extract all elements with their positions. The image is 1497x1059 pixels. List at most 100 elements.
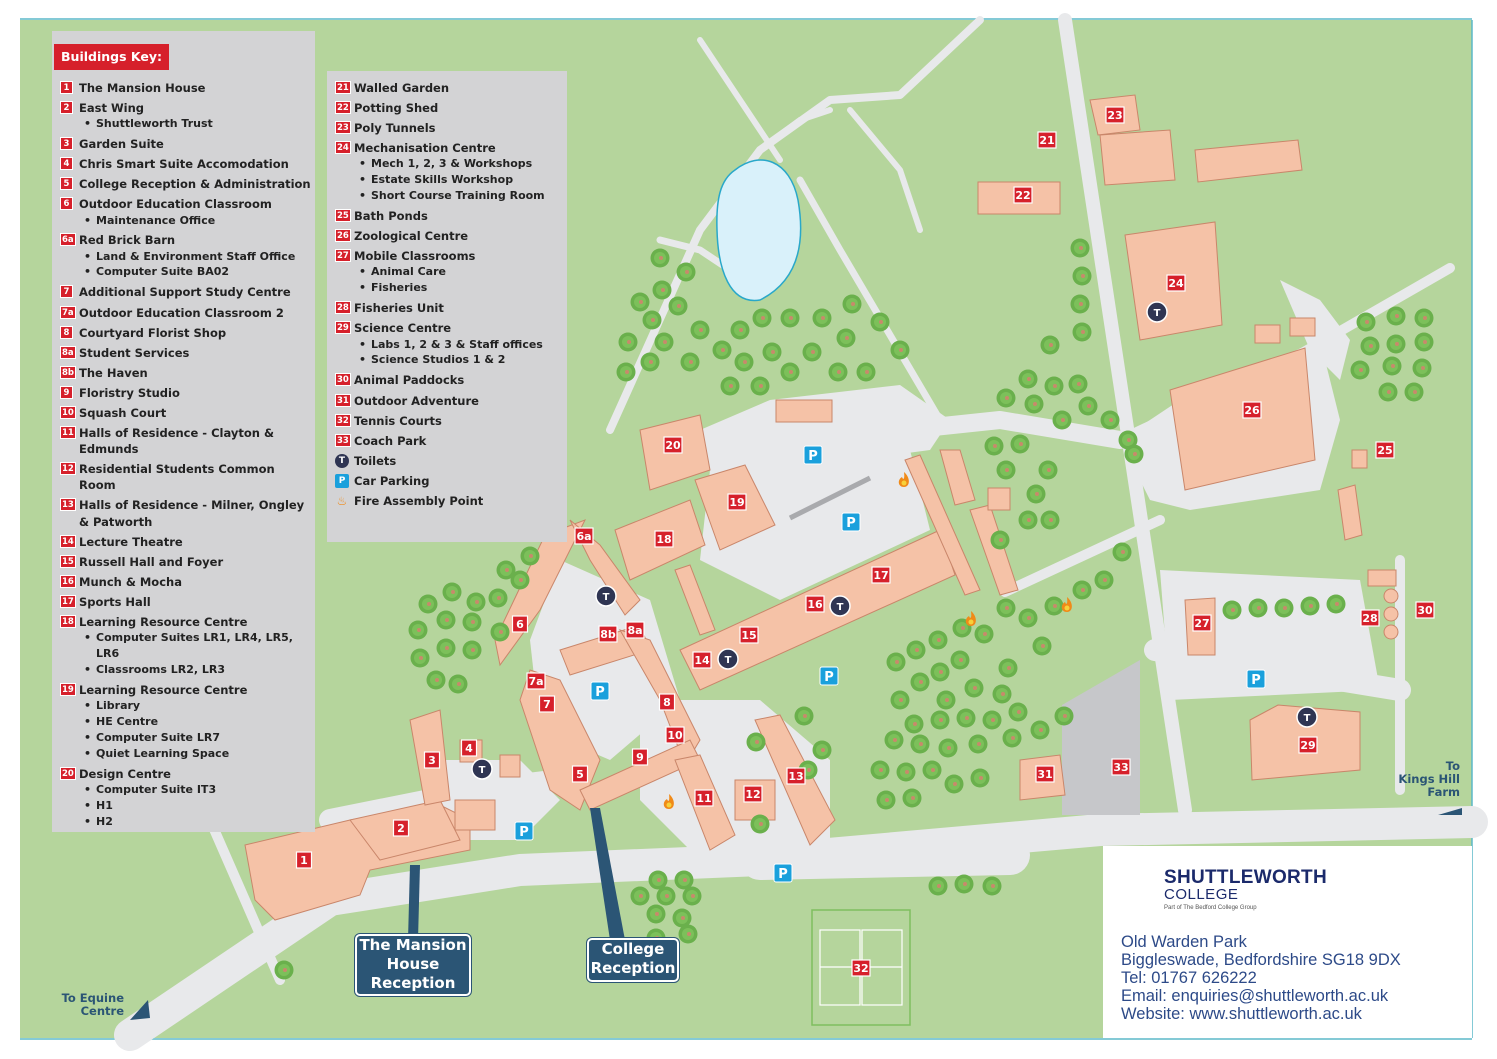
- tree: [1070, 294, 1090, 314]
- website[interactable]: Website: www.shuttleworth.ac.uk: [1121, 1005, 1362, 1023]
- tree: [1356, 312, 1376, 332]
- key-item-name: Munch & Mocha: [79, 574, 182, 589]
- building-label-text: 32: [853, 962, 868, 975]
- key-item-name: Courtyard Florist Shop: [79, 325, 227, 340]
- building-label-13: 13: [786, 767, 806, 785]
- key-number-badge: 17: [60, 594, 76, 608]
- tree: [646, 904, 666, 924]
- svg-text:P: P: [824, 670, 834, 685]
- tree: [886, 652, 906, 672]
- tree: [984, 436, 1004, 456]
- svg-text:P: P: [778, 867, 788, 882]
- tree: [1300, 596, 1320, 616]
- key-sub-item: Maintenance Office: [79, 213, 311, 229]
- key-number-badge: 7: [60, 285, 73, 299]
- tree: [618, 332, 638, 352]
- building-label-19: 19: [727, 493, 747, 511]
- building-label-5: 5: [571, 765, 589, 783]
- tree: [466, 592, 486, 612]
- key-item-name: Mechanisation Centre: [354, 141, 496, 156]
- key-number-badge: 15: [60, 554, 76, 568]
- building-label-24: 24: [1166, 274, 1186, 292]
- key-number-badge: 32: [335, 413, 351, 427]
- tree: [992, 684, 1012, 704]
- tree: [812, 740, 832, 760]
- key-symbol-name: Car Parking: [354, 473, 430, 488]
- buildings-key-title: Buildings Key:: [54, 44, 169, 70]
- svg-text:P: P: [519, 825, 529, 840]
- building-label-text: 24: [1168, 277, 1184, 290]
- toilet-icon: T: [829, 595, 851, 617]
- parking-icon: P: [514, 821, 534, 841]
- building-label-text: 11: [696, 792, 711, 805]
- tree: [990, 530, 1010, 550]
- tree: [678, 924, 698, 944]
- svg-text:T: T: [837, 602, 844, 613]
- building-label-30: 30: [1415, 601, 1435, 619]
- key-sub-item: Short Course Training Room: [354, 188, 563, 204]
- college-logo-tagline: Part of The Bedford College Group: [1164, 905, 1257, 911]
- tree: [938, 738, 958, 758]
- key-number-badge: 9: [60, 385, 73, 399]
- tree: [630, 886, 650, 906]
- tree: [750, 814, 770, 834]
- direction-line: To Equine: [61, 991, 124, 1005]
- key-number-badge: 30: [335, 373, 351, 387]
- tree: [436, 610, 456, 630]
- svg-text:P: P: [1251, 673, 1261, 688]
- tree: [1386, 306, 1406, 326]
- key-number-badge: 26: [335, 229, 351, 243]
- tree: [656, 886, 676, 906]
- building-label-11: 11: [694, 789, 714, 807]
- building-label-12: 12: [743, 785, 763, 803]
- building-label-text: 21: [1039, 134, 1054, 147]
- key-sub-item: Labs 1, 2 & 3 & Staff offices: [354, 337, 563, 353]
- tree: [1326, 594, 1346, 614]
- key-sub-item: H1: [79, 798, 311, 814]
- building-label-8: 8: [658, 693, 676, 711]
- building-label-text: 29: [1300, 739, 1315, 752]
- fire-assembly-markers: [663, 472, 1072, 809]
- tree: [996, 460, 1016, 480]
- tree: [910, 672, 930, 692]
- key-sub-item: Fisheries: [354, 280, 563, 296]
- key-number-badge: 6a: [60, 233, 76, 247]
- key-item-name: Lecture Theatre: [79, 534, 183, 549]
- tree: [1008, 702, 1028, 722]
- key-item-name: Red Brick Barn: [79, 233, 176, 248]
- key-item-name: The Mansion House: [79, 81, 206, 95]
- telephone: Tel: 01767 626222: [1121, 969, 1257, 987]
- tree: [1038, 460, 1058, 480]
- key-sub-item: Classrooms LR2, LR3: [79, 662, 311, 678]
- tree: [648, 870, 668, 890]
- tree: [408, 620, 428, 640]
- building-label-text: 7a: [528, 675, 543, 688]
- key-number-badge: 27: [335, 249, 351, 263]
- tree: [922, 760, 942, 780]
- tree: [910, 734, 930, 754]
- svg-text:P: P: [595, 685, 605, 700]
- building-label-text: 27: [1194, 617, 1209, 630]
- parking-icon: P: [819, 666, 839, 686]
- tree: [982, 876, 1002, 896]
- tree: [274, 960, 294, 980]
- tree: [1112, 542, 1132, 562]
- key-item-name: Student Services: [79, 345, 190, 360]
- trees: [274, 238, 1434, 980]
- tree: [1350, 360, 1370, 380]
- building-label-8b: 8b: [598, 625, 618, 643]
- fire-icon: [898, 472, 909, 487]
- tree: [1044, 376, 1064, 396]
